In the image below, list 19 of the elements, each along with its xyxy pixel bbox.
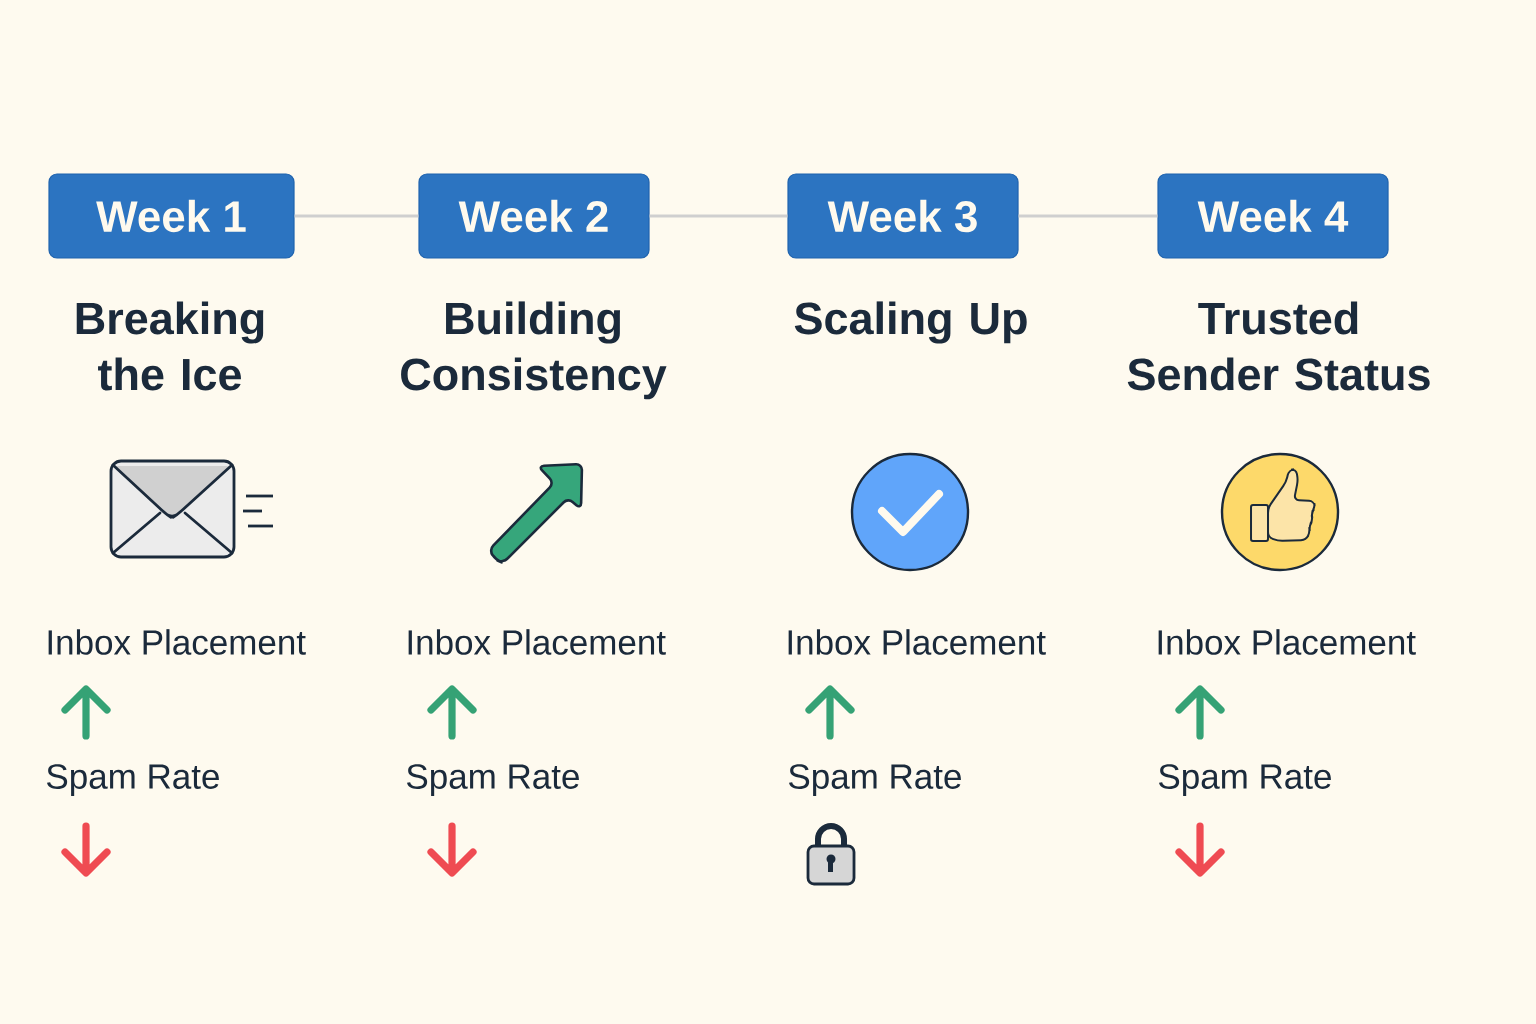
metric-label: Spam Rate bbox=[789, 764, 961, 796]
stage-title: Trusted Sender Status bbox=[1127, 301, 1430, 391]
metric-label: Inbox Placement bbox=[48, 629, 306, 655]
week-box: Week 3 bbox=[787, 173, 1019, 259]
stage-title: Building Consistency bbox=[401, 301, 667, 400]
metric-label: Inbox Placement bbox=[788, 629, 1046, 655]
metric-label: Spam Rate bbox=[407, 764, 579, 796]
week-box: Week 2 bbox=[418, 173, 650, 259]
week-box: Week 1 bbox=[48, 173, 295, 259]
week-box: Week 4 bbox=[1157, 173, 1389, 259]
connector-line bbox=[1018, 214, 1158, 218]
metric-label: Spam Rate bbox=[1159, 764, 1331, 796]
metric-label: Inbox Placement bbox=[1158, 629, 1416, 655]
metric-label: Inbox Placement bbox=[408, 629, 666, 655]
stage-title: Breaking the Ice bbox=[76, 301, 264, 391]
stage-title: Scaling Up bbox=[794, 301, 1027, 344]
connector-line bbox=[649, 214, 788, 218]
connector-line bbox=[294, 214, 419, 218]
metric-label: Spam Rate bbox=[47, 764, 219, 796]
